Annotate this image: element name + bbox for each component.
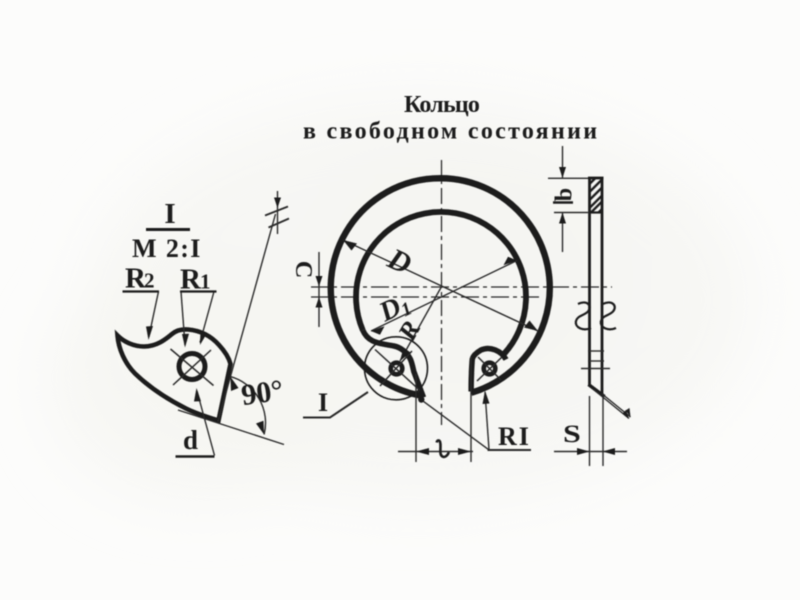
svg-text:R: R [125,263,147,295]
svg-text:в свободном состоянии: в свободном состоянии [303,119,599,145]
svg-text:2: 2 [144,269,155,293]
svg-text:I: I [164,198,175,230]
svg-text:90°: 90° [239,374,285,413]
svg-text:1: 1 [200,270,211,294]
svg-text:b: b [552,188,578,201]
svg-text:S: S [563,420,581,448]
svg-text:C: C [290,261,316,278]
svg-text:R: R [180,264,202,296]
svg-text:RI: RI [498,422,531,451]
svg-text:М 2:I: М 2:I [132,234,202,263]
svg-text:d: d [183,425,198,455]
svg-text:I: I [318,388,328,417]
svg-text:Кольцо: Кольцо [404,92,480,118]
